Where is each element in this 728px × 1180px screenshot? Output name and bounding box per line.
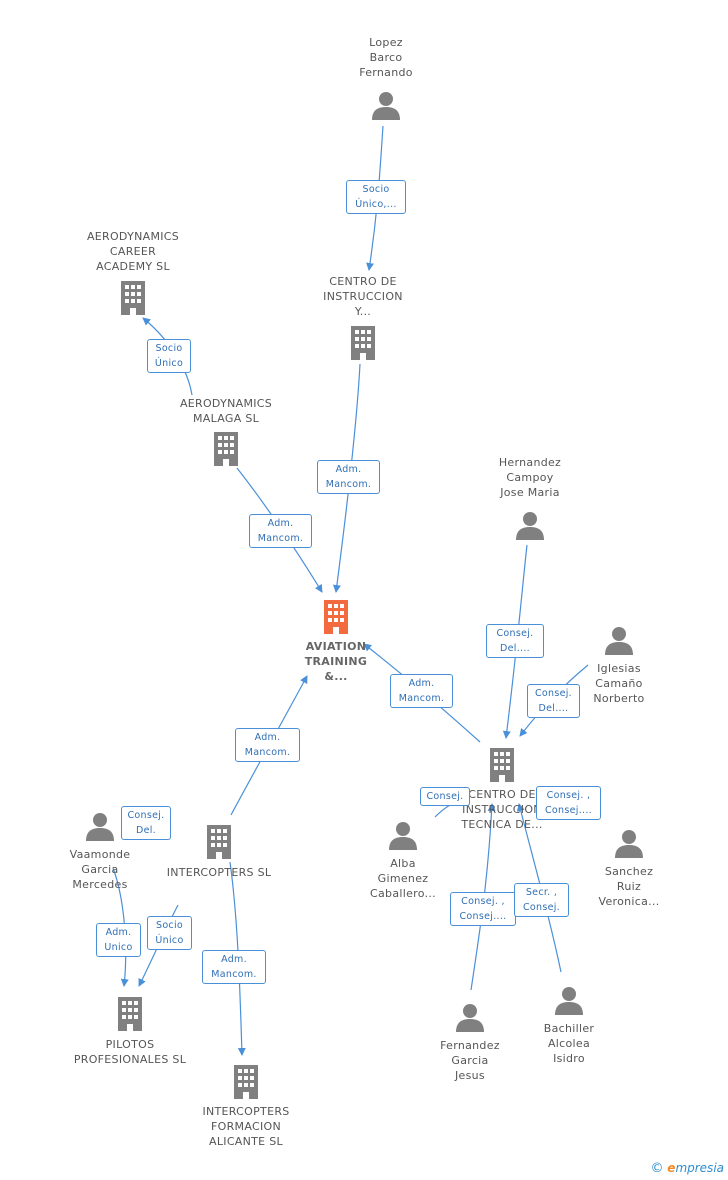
node-malaga: AERODYNAMICS MALAGA SL [156,396,296,426]
person-icon[interactable] [604,625,634,655]
node-aca: AERODYNAMICS CAREER ACADEMY SL [63,229,203,274]
building-icon[interactable] [211,432,241,466]
relation-label[interactable]: Adm. Mancom. [202,950,266,984]
building-icon[interactable] [118,281,148,315]
brand-name: mpresia [675,1161,724,1175]
company-name-label[interactable]: AVIATION TRAINING &... [304,640,368,683]
node-centro1: CENTRO DE INSTRUCCION Y... [293,274,433,319]
building-icon[interactable] [348,326,378,360]
relation-label[interactable]: Adm. Mancom. [390,674,453,708]
node-centro2: CENTRO DE INSTRUCCION TECNICA DE... [432,787,572,832]
person-icon[interactable] [554,985,584,1015]
node-iglesias: Iglesias Camaño Norberto [549,661,689,706]
company-name-label[interactable]: CENTRO DE INSTRUCCION Y... [323,275,403,318]
node-sanchez: Sanchez Ruiz Veronica... [559,864,699,909]
relation-label[interactable]: Adm. Mancom. [317,460,380,494]
building-icon[interactable] [115,997,145,1031]
company-name-label[interactable]: INTERCOPTERS SL [166,866,272,879]
relation-label[interactable]: Socio Único [147,339,191,373]
building-icon[interactable] [204,825,234,859]
company-name-label[interactable]: CENTRO DE INSTRUCCION TECNICA DE... [461,788,543,831]
node-hernandez: Hernandez Campoy Jose Maria [460,455,600,500]
person-icon[interactable] [455,1002,485,1032]
relation-label[interactable]: Adm. Unico [96,923,141,957]
relation-label[interactable]: Consej. , Consej.... [450,892,516,926]
node-bachiller: Bachiller Alcolea Isidro [499,1021,639,1066]
relation-label[interactable]: Consej. Del. [121,806,171,840]
relation-label[interactable]: Adm. Mancom. [235,728,300,762]
copyright-symbol: © [650,1161,664,1176]
person-name-label[interactable]: Alba Gimenez Caballero... [370,857,436,900]
person-name-label[interactable]: Fernandez Garcia Jesus [440,1039,500,1082]
relation-label[interactable]: Socio Único [147,916,192,950]
node-alba: Alba Gimenez Caballero... [333,856,473,901]
relation-label[interactable]: Adm. Mancom. [249,514,312,548]
node-lopez: Lopez Barco Fernando [316,35,456,80]
node-icfa: INTERCOPTERS FORMACION ALICANTE SL [176,1104,316,1149]
relation-label[interactable]: Consej. [420,787,470,806]
relation-label[interactable]: Consej. Del.... [486,624,544,658]
person-icon[interactable] [614,828,644,858]
node-intercopters: INTERCOPTERS SL [149,865,289,880]
person-icon[interactable] [85,811,115,841]
relation-label[interactable]: Consej. , Consej.... [536,786,601,820]
person-name-label[interactable]: Sanchez Ruiz Veronica... [598,865,660,908]
relation-edge [502,544,528,739]
brand-watermark: © empresia [650,1161,724,1176]
brand-initial: e [667,1161,676,1175]
building-icon[interactable] [321,600,351,634]
person-name-label[interactable]: Bachiller Alcolea Isidro [543,1022,595,1065]
company-name-label[interactable]: PILOTOS PROFESIONALES SL [73,1038,187,1066]
building-icon[interactable] [487,748,517,782]
person-name-label[interactable]: Vaamonde Garcia Mercedes [69,848,131,891]
person-name-label[interactable]: Iglesias Camaño Norberto [593,662,645,705]
person-icon[interactable] [388,820,418,850]
company-name-label[interactable]: AERODYNAMICS MALAGA SL [179,397,273,425]
person-icon[interactable] [371,90,401,120]
node-fernandez: Fernandez Garcia Jesus [400,1038,540,1083]
building-icon[interactable] [231,1065,261,1099]
node-vaamonde: Vaamonde Garcia Mercedes [30,847,170,892]
person-name-label[interactable]: Hernandez Campoy Jose Maria [498,456,562,499]
company-name-label[interactable]: INTERCOPTERS FORMACION ALICANTE SL [202,1105,290,1148]
node-main: AVIATION TRAINING &... [266,639,406,684]
relation-label[interactable]: Secr. , Consej. [514,883,569,917]
person-name-label[interactable]: Lopez Barco Fernando [359,36,413,79]
relation-label[interactable]: Socio Único,... [346,180,406,214]
relation-label[interactable]: Consej. Del.... [527,684,580,718]
company-name-label[interactable]: AERODYNAMICS CAREER ACADEMY SL [86,230,180,273]
node-pilotos: PILOTOS PROFESIONALES SL [60,1037,200,1067]
person-icon[interactable] [515,510,545,540]
